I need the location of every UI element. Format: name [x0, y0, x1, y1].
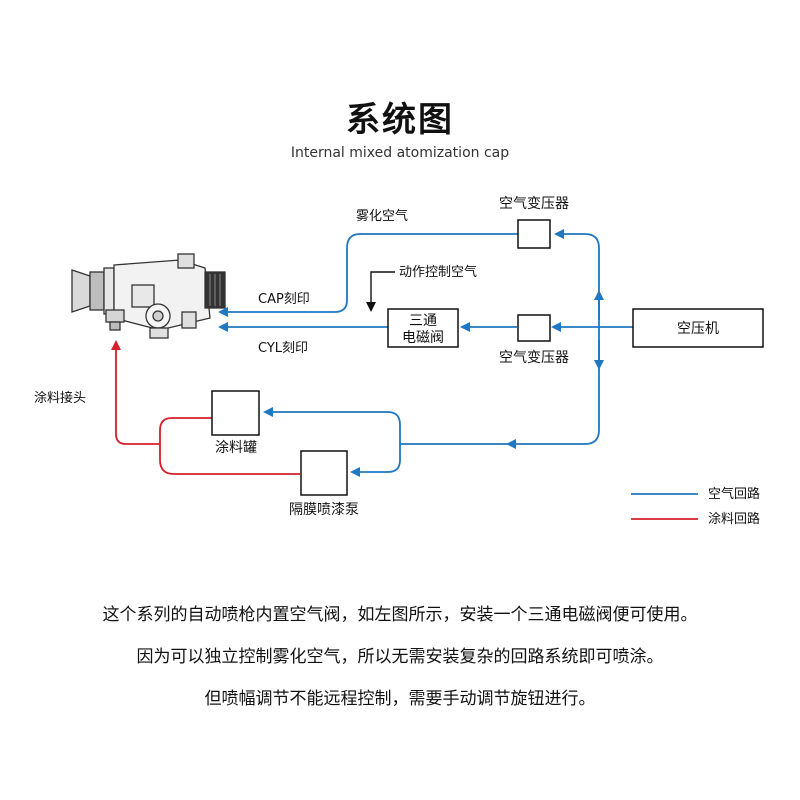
- page-subtitle: Internal mixed atomization cap: [290, 145, 510, 161]
- legend-paint-label: 涂料回路: [708, 511, 760, 527]
- description-line-3: 但喷幅调节不能远程控制，需要手动调节旋钮进行。: [204, 689, 596, 709]
- transformer-top-label: 空气变压器: [499, 196, 569, 212]
- paint-tank-box: [211, 390, 260, 436]
- legend: 空气回路 涂料回路: [631, 486, 760, 527]
- cap-mark-label: CAP刻印: [258, 292, 310, 307]
- valve-label-line2: 电磁阀: [402, 330, 444, 346]
- atomizing-air-label: 雾化空气: [356, 208, 408, 224]
- action-air-label: 动作控制空气: [399, 264, 477, 280]
- air-transformer-top-box: [517, 219, 551, 249]
- diaphragm-pump-box: [300, 450, 348, 496]
- compressor-box: [632, 308, 764, 348]
- spray-gun-icon: [71, 253, 226, 339]
- paint-circuit: [111, 340, 300, 475]
- action-air-arrow: [366, 271, 395, 312]
- legend-air-label: 空气回路: [708, 486, 760, 502]
- transformer-mid-label: 空气变压器: [499, 350, 569, 366]
- paint-tank-label: 涂料罐: [215, 440, 257, 456]
- page-title: 系统图: [346, 100, 454, 140]
- air-transformer-mid-box: [517, 314, 551, 342]
- compressor-label: 空压机: [677, 321, 719, 337]
- paint-inlet-label: 涂料接头: [34, 390, 86, 406]
- air-circuit: [218, 229, 633, 477]
- cyl-mark-label: CYL刻印: [258, 341, 308, 356]
- description-line-1: 这个系列的自动喷枪内置空气阀，如左图所示，安装一个三通电磁阀便可使用。: [102, 605, 698, 625]
- valve-label-line1: 三通: [409, 313, 437, 329]
- pump-label: 隔膜喷漆泵: [289, 502, 359, 518]
- description-line-2: 因为可以独立控制雾化空气，所以无需安装复杂的回路系统即可喷涂。: [136, 647, 664, 667]
- solenoid-valve-box: [387, 308, 459, 348]
